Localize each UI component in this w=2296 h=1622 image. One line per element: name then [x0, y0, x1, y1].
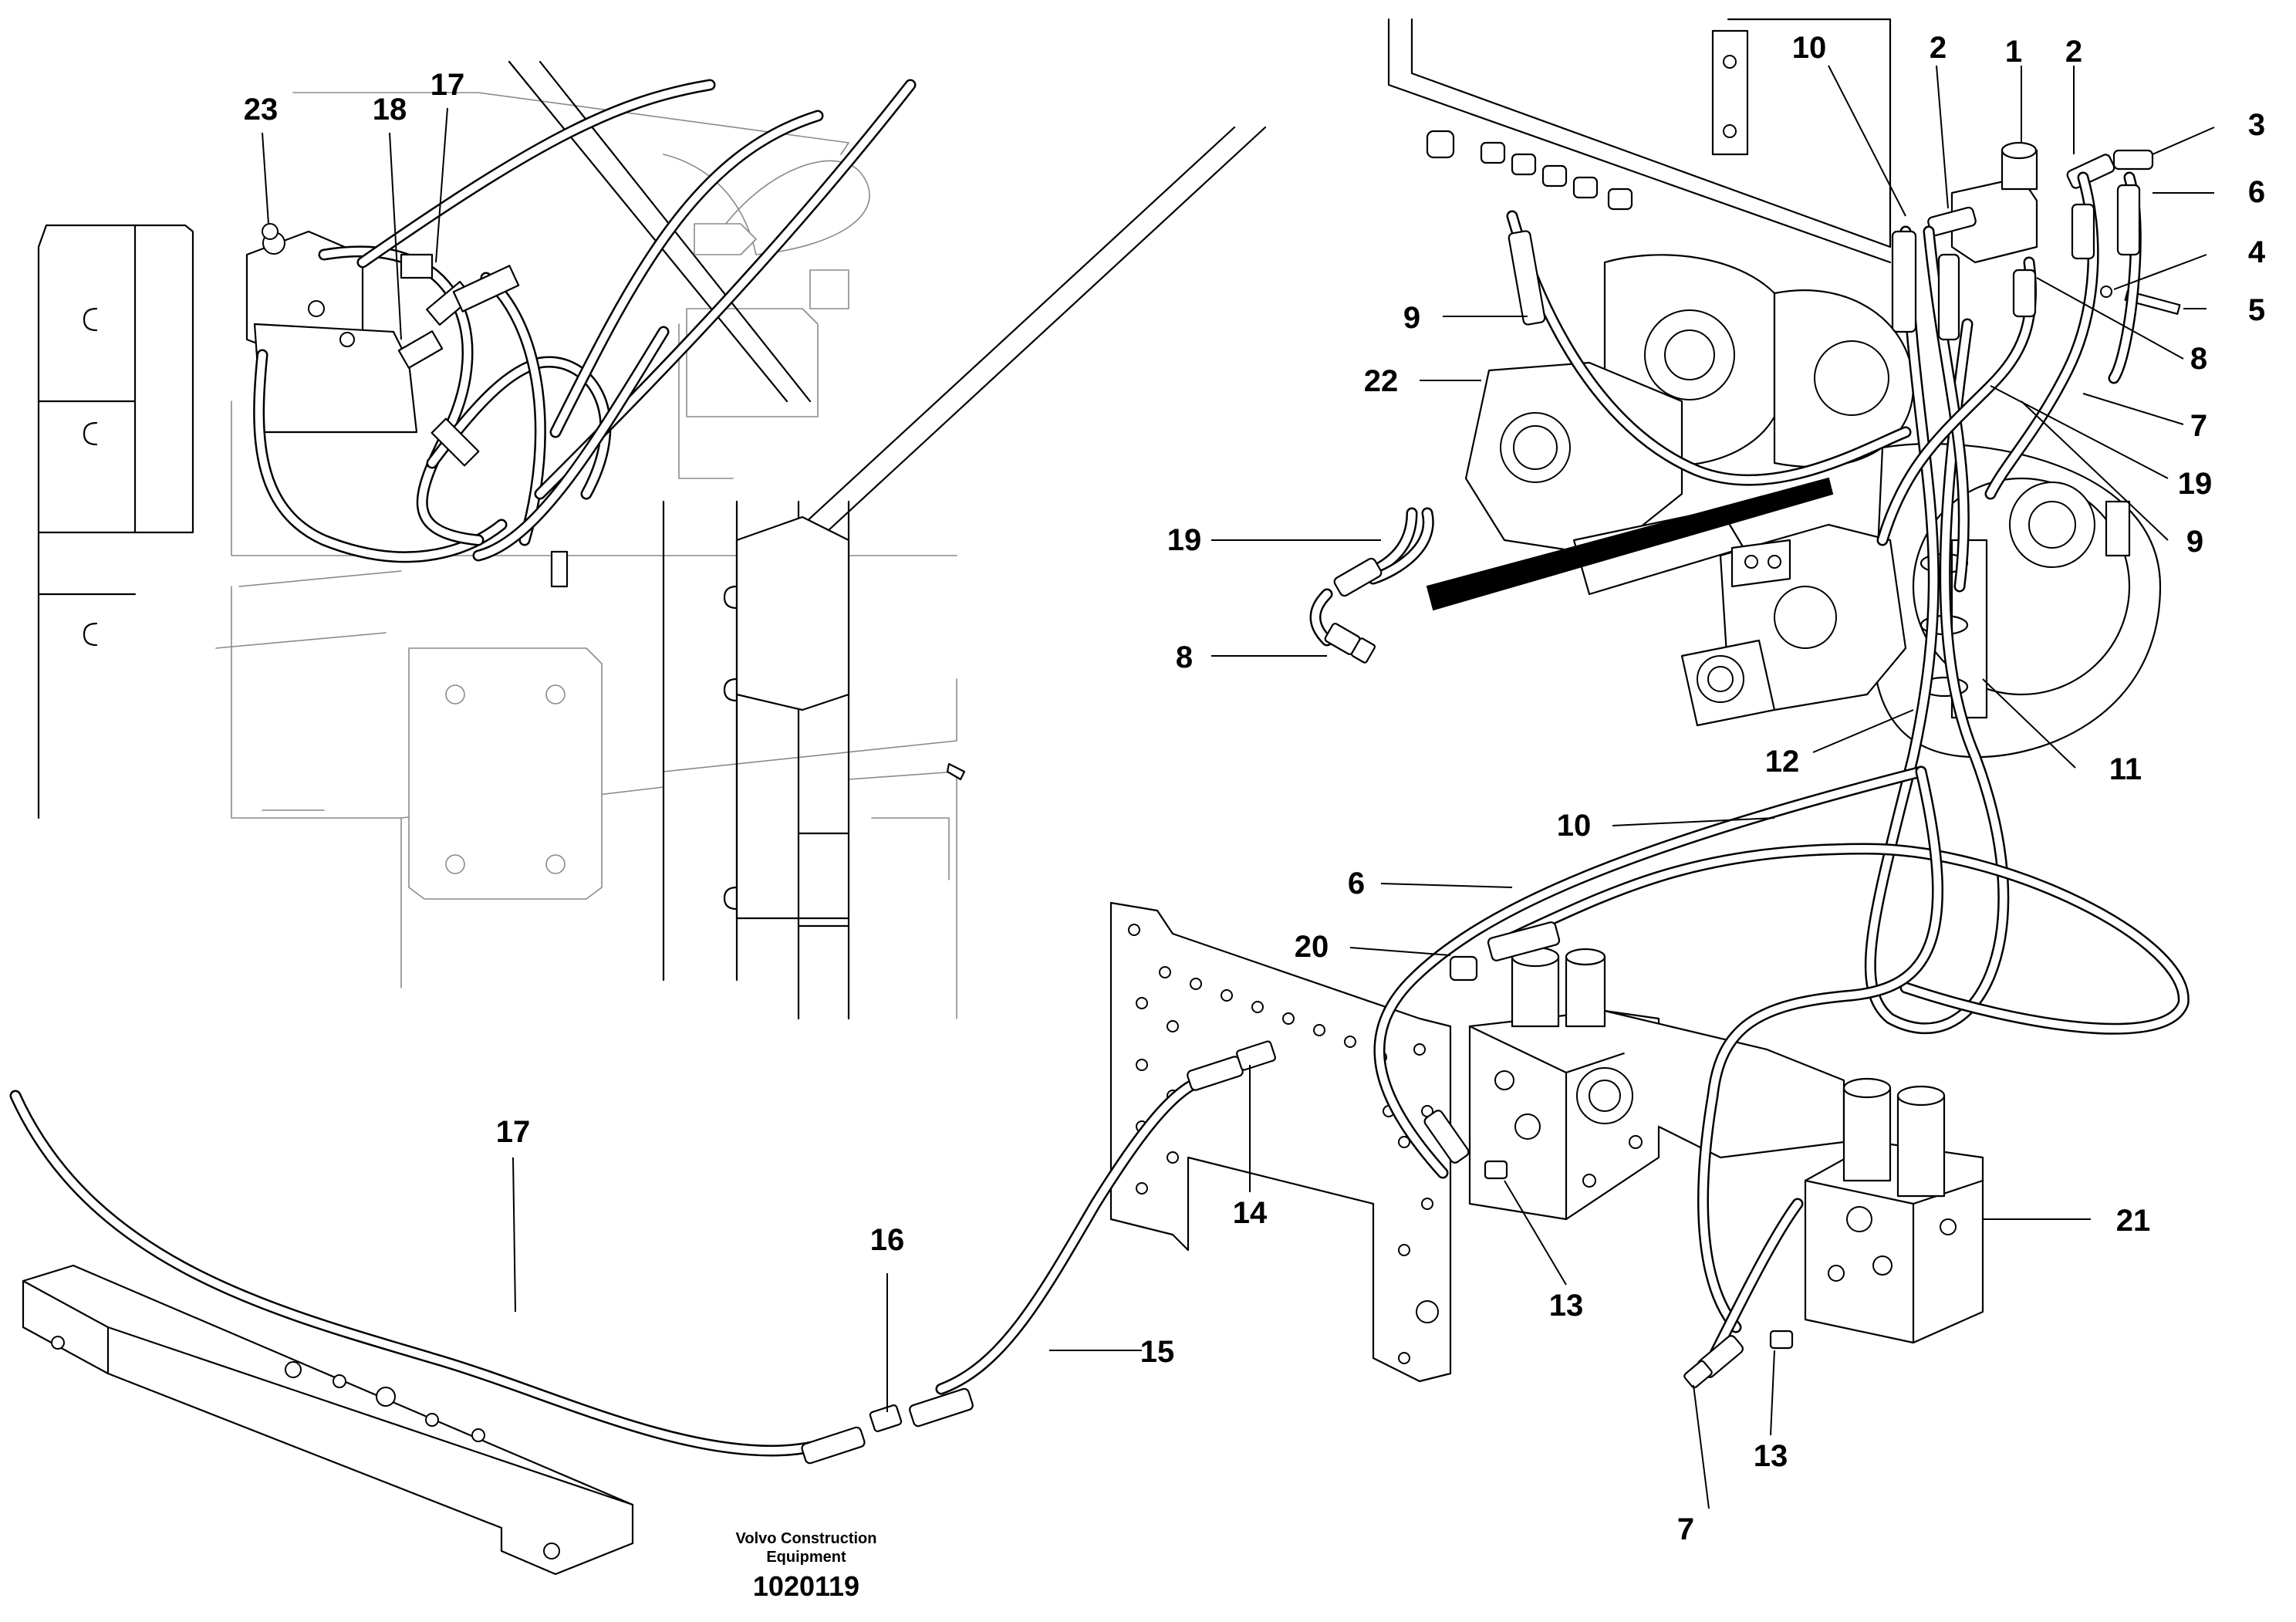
callout-20: 20 [1295, 930, 1329, 964]
mounting-plate-and-valves [1109, 765, 2190, 1389]
callout-11: 11 [2109, 752, 2142, 786]
drawing-footer: Volvo Construction Equipment 1020119 [736, 1530, 877, 1602]
callout-19-detail: 19 [1167, 523, 1202, 557]
callout-7-lower: 7 [1677, 1512, 1694, 1546]
callout-22: 22 [1364, 364, 1399, 398]
callout-15: 15 [1140, 1335, 1175, 1369]
callout-16: 16 [870, 1223, 905, 1257]
engine-pump-assembly [1387, 18, 2181, 1034]
callout-4: 4 [2248, 235, 2266, 269]
drawing-number: 1020119 [753, 1570, 859, 1602]
callout-1: 1 [2005, 35, 2022, 69]
detail-hose-19-fitting-8 [1309, 507, 1434, 664]
callout-leader-lines [262, 65, 2215, 1509]
callout-2-right: 2 [2065, 35, 2082, 69]
callout-21: 21 [2116, 1204, 2151, 1238]
callout-9-lower: 9 [2186, 525, 2203, 559]
callout-9-upper: 9 [1403, 301, 1420, 335]
callout-2-left: 2 [1930, 31, 1947, 65]
callout-8-upper: 8 [2190, 342, 2207, 376]
callout-23: 23 [244, 93, 279, 127]
callout-17-upper: 17 [430, 68, 465, 102]
callout-labels: 23 18 17 10 2 1 2 3 6 4 5 9 8 22 7 19 9 … [244, 31, 2266, 1546]
callout-12: 12 [1765, 745, 1800, 779]
callout-17-lower: 17 [496, 1115, 531, 1149]
callout-14: 14 [1233, 1196, 1268, 1230]
callout-5: 5 [2248, 293, 2265, 327]
upper-left-frame-assembly [37, 60, 1267, 1020]
lower-bracket-and-hoses [9, 1040, 1276, 1576]
callout-19-upper: 19 [2178, 467, 2213, 501]
callout-8-detail: 8 [1176, 640, 1193, 674]
callout-18: 18 [373, 93, 407, 127]
callout-6-lower: 6 [1348, 867, 1365, 901]
callout-13-middle: 13 [1549, 1289, 1584, 1323]
callout-6-upper: 6 [2248, 175, 2265, 209]
company-name-line2: Equipment [766, 1549, 846, 1566]
callout-3: 3 [2248, 108, 2265, 142]
callout-7-upper: 7 [2190, 409, 2207, 443]
callout-10-lower: 10 [1557, 809, 1592, 843]
callout-13-lower: 13 [1754, 1439, 1788, 1473]
company-name-line1: Volvo Construction [736, 1530, 877, 1547]
callout-10-upper: 10 [1792, 31, 1827, 65]
